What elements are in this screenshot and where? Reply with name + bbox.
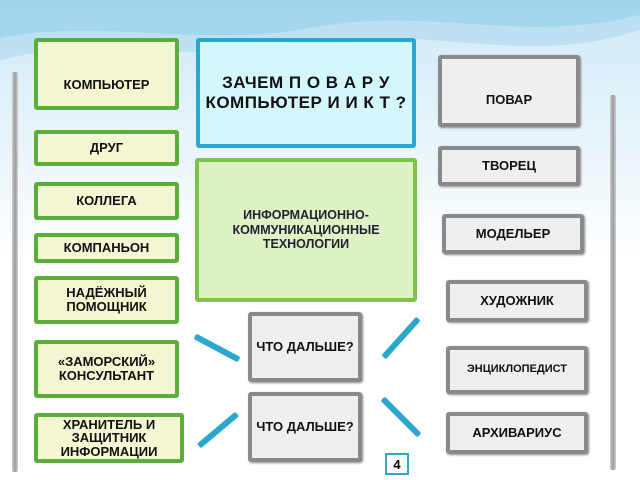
connector-right-upper xyxy=(381,316,421,360)
right-item-encyclopedist: ЭНЦИКЛОПЕДИСТ xyxy=(446,346,588,394)
connector-left-lower xyxy=(196,411,240,449)
left-rail xyxy=(12,72,18,472)
right-item-designer: МОДЕЛЬЕР xyxy=(442,214,584,254)
right-item-creator: ТВОРЕЦ xyxy=(438,146,580,186)
title-text: ЗАЧЕМ П О В А Р У КОМПЬЮТЕР И И К Т ? xyxy=(205,73,407,112)
left-item-keeper: ХРАНИТЕЛЬ И ЗАЩИТНИК ИНФОРМАЦИИ xyxy=(34,413,184,463)
left-item-reliable-helper: НАДЁЖНЫЙ ПОМОЩНИК xyxy=(34,276,179,324)
left-item-consultant: «ЗАМОРСКИЙ» КОНСУЛЬТАНТ xyxy=(34,340,179,398)
left-item-companion: КОМПАНЬОН xyxy=(34,233,179,263)
title-box: ЗАЧЕМ П О В А Р У КОМПЬЮТЕР И И К Т ? xyxy=(196,38,416,148)
left-item-colleague: КОЛЛЕГА xyxy=(34,182,179,220)
left-item-computer: КОМПЬЮТЕР xyxy=(34,38,179,110)
ict-box: ИНФОРМАЦИОННО-КОММУНИКАЦИОННЫЕ ТЕХНОЛОГИ… xyxy=(195,158,417,302)
right-item-cook: ПОВАР xyxy=(438,55,580,127)
right-item-artist: ХУДОЖНИК xyxy=(446,280,588,322)
what-next-box-2: ЧТО ДАЛЬШЕ? xyxy=(248,392,362,462)
right-item-archivist: АРХИВАРИУС xyxy=(446,412,588,454)
connector-right-lower xyxy=(380,396,422,438)
ict-text: ИНФОРМАЦИОННО-КОММУНИКАЦИОННЫЕ ТЕХНОЛОГИ… xyxy=(232,208,380,252)
what-next-box-1: ЧТО ДАЛЬШЕ? xyxy=(248,312,362,382)
connector-left-upper xyxy=(193,333,241,363)
left-item-friend: ДРУГ xyxy=(34,130,179,166)
page-number: 4 xyxy=(385,453,409,475)
right-rail xyxy=(610,95,616,470)
